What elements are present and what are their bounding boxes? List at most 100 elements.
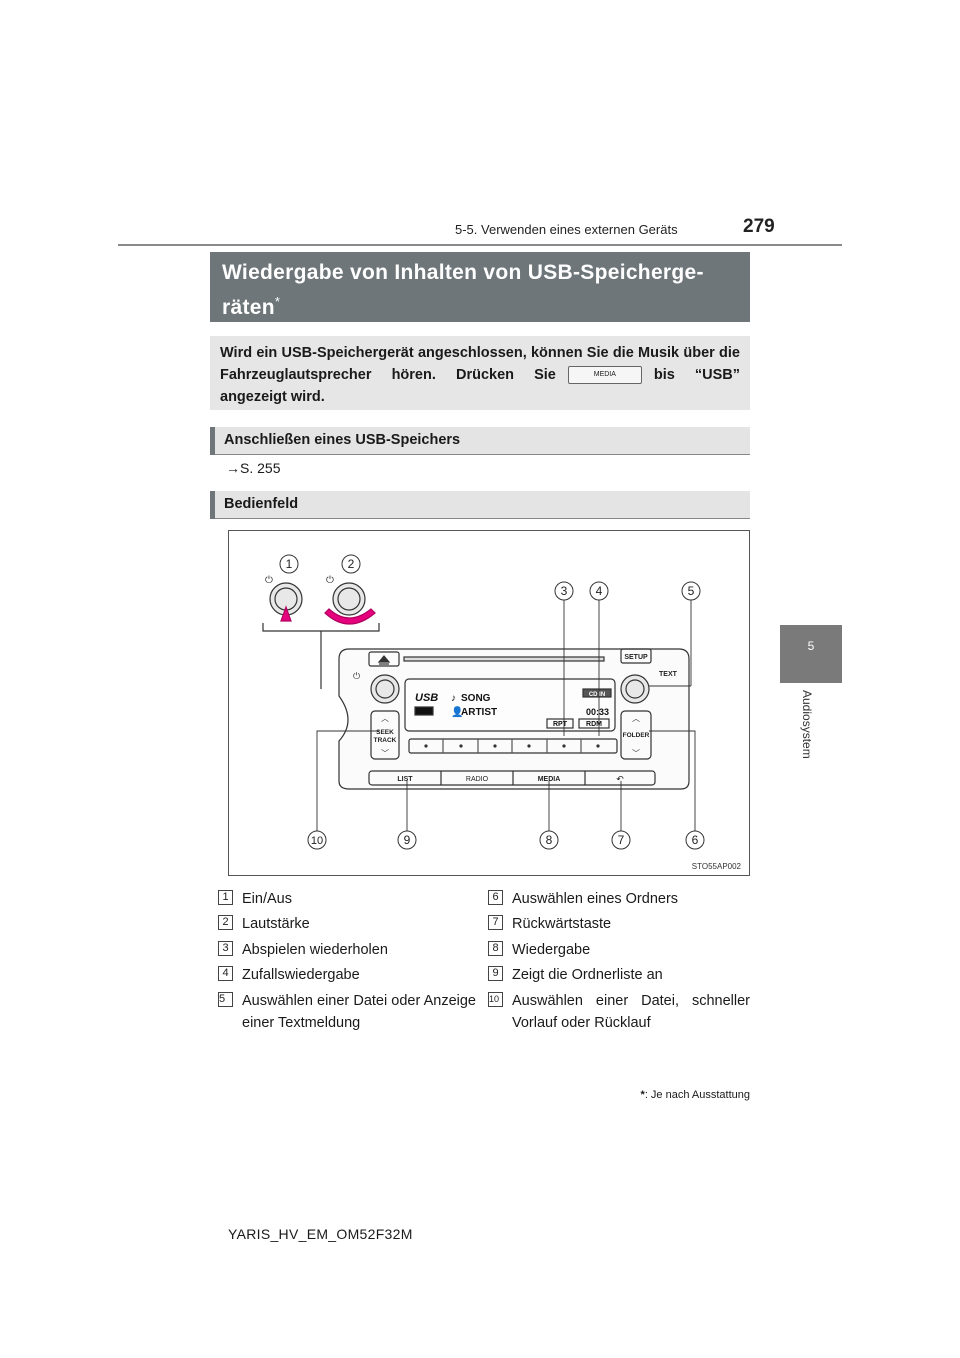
legend-text-10: Auswählen einer Datei, schneller Vorlauf…: [512, 993, 750, 1031]
display-source: USB: [415, 692, 438, 704]
callout-leaders: [316, 600, 696, 831]
radio-unit: SETUP TEXT ⏻ USB ♪ SONG 👤 ARTIST CD IN 0…: [338, 648, 690, 790]
display-artist: ARTIST: [461, 707, 497, 718]
legend-item-9: 9 Zeigt die Ordnerliste an: [488, 964, 750, 990]
power-symbol-unit: ⏻: [353, 671, 360, 681]
footnote-asterisk: *: [640, 1089, 645, 1101]
tune-select-knob: [620, 674, 650, 704]
legend-text-9: Zeigt die Ordnerliste an: [512, 967, 663, 983]
seek-label: SEEK: [376, 729, 394, 736]
tune-select-knob-inner: [625, 679, 645, 699]
display-song-icon: ♪: [451, 693, 456, 704]
legend-number-3: 3: [218, 941, 233, 956]
svg-text:9: 9: [404, 833, 411, 847]
page-title-line2: räten: [222, 296, 275, 319]
eject-button: [368, 651, 400, 667]
page-title-line1: Wiedergabe von Inhalten von USB-Speicher…: [222, 261, 704, 284]
running-header-section: 5-5. Verwenden eines externen Geräts: [455, 222, 678, 237]
document-code: YARIS_HV_EM_OM52F32M: [228, 1226, 413, 1242]
display-cdin: CD IN: [589, 692, 605, 698]
callout-9: 9: [397, 830, 417, 850]
legend-text-8: Wiedergabe: [512, 942, 591, 958]
callout-7: 7: [611, 830, 631, 850]
svg-text:10: 10: [311, 835, 323, 847]
list-label: LIST: [397, 776, 413, 783]
bottom-button-row: [368, 770, 656, 786]
power-symbol-right: ⏻: [326, 575, 334, 586]
lcd-display: [404, 678, 616, 732]
preset-button-row: [408, 738, 618, 754]
legend-item-10: 10 Auswählen einer Datei, schneller Vorl…: [488, 990, 750, 1034]
power-volume-knob: [370, 674, 400, 704]
volume-knob-inner: [337, 587, 361, 611]
legend-text-7: Rückwärtstaste: [512, 916, 612, 932]
page-reference: →S. 255: [226, 460, 281, 476]
eject-icon: [377, 655, 391, 665]
legend-number-2: 2: [218, 915, 233, 930]
callout-2: 2: [341, 554, 361, 574]
page-number: 279: [743, 216, 775, 237]
legend-text-5: Auswählen einer Datei oder Anzeige einer…: [242, 993, 476, 1031]
legend-number-4: 4: [218, 966, 233, 981]
legend-number-5: 5: [218, 992, 233, 1007]
legend-item-2: 2 Lautstärke: [218, 913, 476, 939]
svg-text:5: 5: [688, 584, 695, 598]
legend-number-7: 7: [488, 915, 503, 930]
media-button-icon: MEDIA: [567, 366, 642, 385]
seek-up-icon: ︿: [381, 714, 389, 723]
section-heading-connect: Anschließen eines USB-Speichers: [210, 427, 750, 455]
svg-text:3: 3: [561, 584, 568, 598]
section-heading-panel: Bedienfeld: [210, 491, 750, 519]
intro-text-before: Wird ein USB-Speichergerät angeschlossen…: [220, 345, 740, 383]
display-cdin-badge: [582, 688, 612, 698]
setup-label: SETUP: [624, 654, 648, 661]
chapter-number: 5: [807, 639, 815, 653]
figure-code: STO55AP002: [692, 862, 742, 871]
power-symbol-left: ⏻: [265, 575, 273, 586]
callout-3: 3: [554, 581, 574, 601]
legend-item-8: 8 Wiedergabe: [488, 939, 750, 964]
detail-bracket: [262, 623, 380, 632]
display-time: 00:33: [586, 707, 609, 717]
radio-label: RADIO: [466, 776, 489, 783]
chapter-tab: 5: [780, 625, 842, 683]
knob-detail: ⏻ ⏻: [262, 575, 380, 689]
callout-10: 10: [307, 830, 327, 850]
control-panel-illustration: ⏻ ⏻ SETUP TEXT ⏻ US: [262, 554, 742, 871]
callout-8: 8: [539, 830, 559, 850]
callout-6: 6: [685, 830, 705, 850]
back-icon: ↶: [616, 774, 624, 784]
svg-text:6: 6: [692, 833, 699, 847]
page-title: Wiedergabe von Inhalten von USB-Speicher…: [210, 252, 750, 322]
legend-right: 6 Auswählen eines Ordners 7 Rückwärtstas…: [488, 888, 750, 1034]
display-usb-icon: [414, 706, 434, 716]
legend-text-2: Lautstärke: [242, 916, 310, 932]
svg-text:8: 8: [546, 833, 553, 847]
svg-text:7: 7: [618, 833, 625, 847]
rpt-indicator-box: [546, 718, 574, 729]
control-panel-figure: ⏻ ⏻ SETUP TEXT ⏻ US: [228, 530, 750, 876]
callout-5: 5: [681, 581, 701, 601]
chapter-label: Audiosystem: [800, 690, 814, 759]
cd-slot: [403, 656, 605, 662]
svg-text:2: 2: [348, 557, 355, 571]
legend-item-5: 5 Auswählen einer Datei oder Anzeige ein…: [218, 990, 476, 1034]
legend-text-4: Zufallswiedergabe: [242, 967, 360, 983]
text-label: TEXT: [659, 671, 678, 678]
legend-text-6: Auswählen eines Ordners: [512, 891, 679, 907]
legend-item-4: 4 Zufallswiedergabe: [218, 964, 476, 990]
rpt-indicator: RPT: [553, 721, 568, 728]
intro-paragraph: Wird ein USB-Speichergerät angeschlossen…: [210, 336, 750, 410]
track-label: TRACK: [374, 737, 397, 744]
rdm-indicator-box: [578, 718, 610, 729]
preset-dividers: [442, 739, 582, 753]
callout-1: 1: [279, 554, 299, 574]
seek-track-button: [370, 710, 400, 760]
callout-4: 4: [589, 581, 609, 601]
footnote: *: Je nach Ausstattung: [500, 1089, 750, 1101]
rotate-arrow-icon: [324, 608, 376, 625]
legend-number-1: 1: [218, 890, 233, 905]
media-label: MEDIA: [538, 776, 561, 783]
header-rule: [118, 244, 842, 246]
title-asterisk: *: [274, 294, 281, 309]
